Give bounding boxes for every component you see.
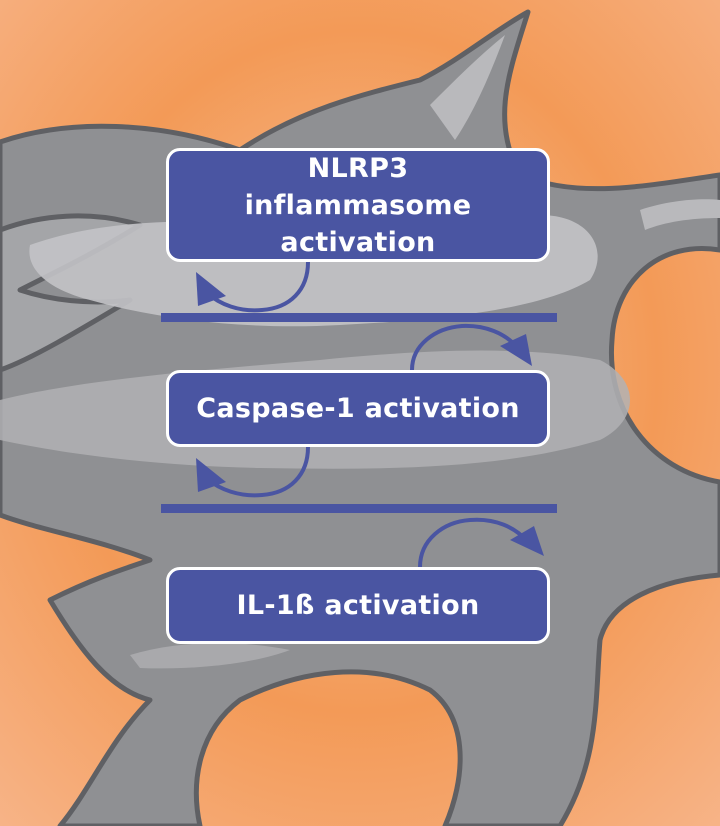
cell-highlight-right (640, 199, 720, 230)
arrow-lower-left (204, 446, 310, 498)
divider-line-upper (161, 313, 557, 322)
arrow-upper-right (410, 323, 520, 371)
arrow-lower-left-head (196, 458, 226, 492)
cell-highlight-bottom (130, 643, 290, 669)
arrow-lower-right-head (510, 526, 544, 556)
step-box-nlrp3-inflammasome: NLRP3 inflammasome activation (166, 148, 550, 262)
step-label: IL-1ß activation (236, 590, 480, 621)
step-box-il-1b: IL-1ß activation (166, 567, 550, 644)
arrow-upper-left (204, 261, 310, 313)
step-label: NLRP3 inflammasome activation (244, 152, 472, 258)
arrow-lower-right (418, 517, 530, 568)
step-box-caspase-1: Caspase-1 activation (166, 370, 550, 447)
arrow-upper-left-head (196, 272, 226, 306)
cell-highlight-spike (430, 35, 505, 140)
step-label: Caspase-1 activation (196, 393, 520, 424)
divider-line-lower (161, 504, 557, 513)
arrow-upper-right-head (500, 334, 532, 366)
